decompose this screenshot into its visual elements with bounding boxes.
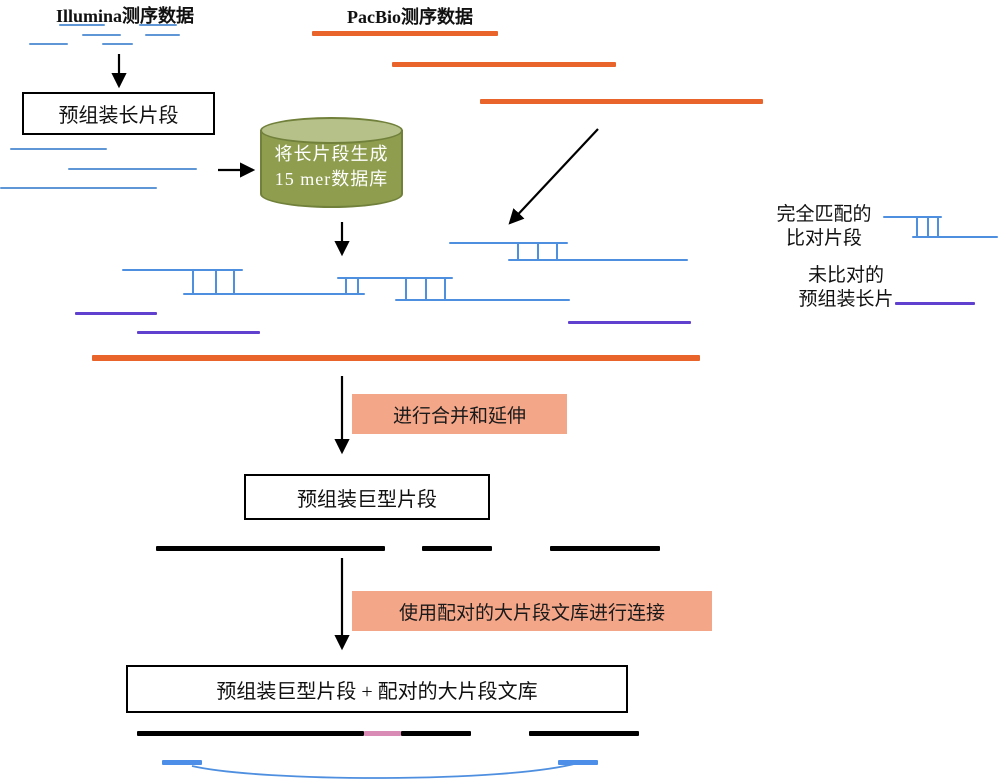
aligned-fragment-line [183,293,365,295]
aligned-fragment-line [449,242,568,244]
kmer-database-label-line1: 将长片段生成 [274,144,389,164]
pacbio-read-line [480,99,763,104]
match-tick [556,242,558,261]
giant-plus-library-box: 预组装巨型片段 + 配对的大片段文库 [126,665,628,713]
pacbio-read-line [392,62,616,67]
preassembled-giant-fragment-box: 预组装巨型片段 [244,474,490,520]
scaffold-line [137,731,364,736]
legend-match-tick [937,216,939,238]
giant-fragment-line [156,546,385,551]
preassembled-long-fragment-line [10,148,107,150]
link-library-step-box: 使用配对的大片段文库进行连接 [352,591,712,631]
aligned-fragment-line [508,259,688,261]
legend-unaligned-line [895,302,975,305]
legend-matched-label-line1: 完全匹配的 [776,204,872,225]
unaligned-fragment-line [137,331,260,334]
kmer-database-cylinder: 将长片段生成 15 mer数据库 [260,117,403,208]
mate-pair-read-line [558,760,598,765]
match-tick [233,269,235,295]
illumina-read-line [59,24,105,26]
match-tick [405,277,407,301]
cylinder-top-shape [260,117,403,144]
link-library-step-label: 使用配对的大片段文库进行连接 [398,602,665,624]
legend-matched-line [912,236,998,238]
preassembled-long-fragment-box: 预组装长片段 [22,92,215,135]
unaligned-fragment-line [568,321,691,324]
legend-unaligned-label-line2: 预组装长片 [798,289,894,310]
preassembled-long-fragment-label: 预组装长片段 [58,105,179,127]
match-tick [537,242,539,261]
merge-extend-step-box: 进行合并和延伸 [352,394,567,434]
illumina-data-title: Illumina测序数据 [55,6,195,26]
aligned-fragment-line [337,277,453,279]
mate-pair-read-line [162,760,202,765]
preassembled-giant-fragment-label: 预组装巨型片段 [297,488,437,511]
scaffold-line [401,731,471,736]
illumina-read-line [82,34,121,36]
preassembled-long-fragment-line [0,187,157,189]
pacbio-backbone-line [92,355,700,361]
match-tick [357,277,359,295]
illumina-read-line [139,24,177,26]
match-tick [444,277,446,301]
legend-match-tick [916,216,918,238]
kmer-database-label: 将长片段生成 15 mer数据库 [260,142,403,192]
match-tick [425,277,427,301]
legend-unaligned-label-line1: 未比对的 [807,265,884,286]
legend-unaligned: 未比对的 预组装长片 [776,264,916,312]
pacbio-read-line [312,31,498,36]
pacbio-to-alignment-arrow [508,128,599,225]
preassembled-long-fragment-line [68,168,197,170]
match-tick [345,277,347,295]
scaffold-line [529,731,639,736]
aligned-fragment-line [122,269,243,271]
match-tick [517,242,519,261]
giant-plus-library-label: 预组装巨型片段 + 配对的大片段文库 [216,680,538,703]
legend-matched: 完全匹配的 比对片段 [762,203,886,251]
match-tick [215,269,217,295]
aligned-fragment-line [395,299,570,301]
illumina-read-line [102,43,133,45]
legend-matched-label-line2: 比对片段 [785,228,862,249]
legend-matched-line [883,216,942,218]
giant-fragment-line [550,546,660,551]
giant-fragment-line [422,546,492,551]
kmer-database-label-line2: 15 mer数据库 [274,169,389,189]
merge-extend-step-label: 进行合并和延伸 [392,405,526,427]
legend-match-tick [927,216,929,238]
mate-pair-link-arc [191,762,579,779]
illumina-read-line [145,34,180,36]
unaligned-fragment-line [75,312,157,315]
gap-filled-line [364,731,401,736]
illumina-read-line [29,43,68,45]
pacbio-data-title: PacBio测序数据 [347,7,473,27]
match-tick [192,269,194,295]
